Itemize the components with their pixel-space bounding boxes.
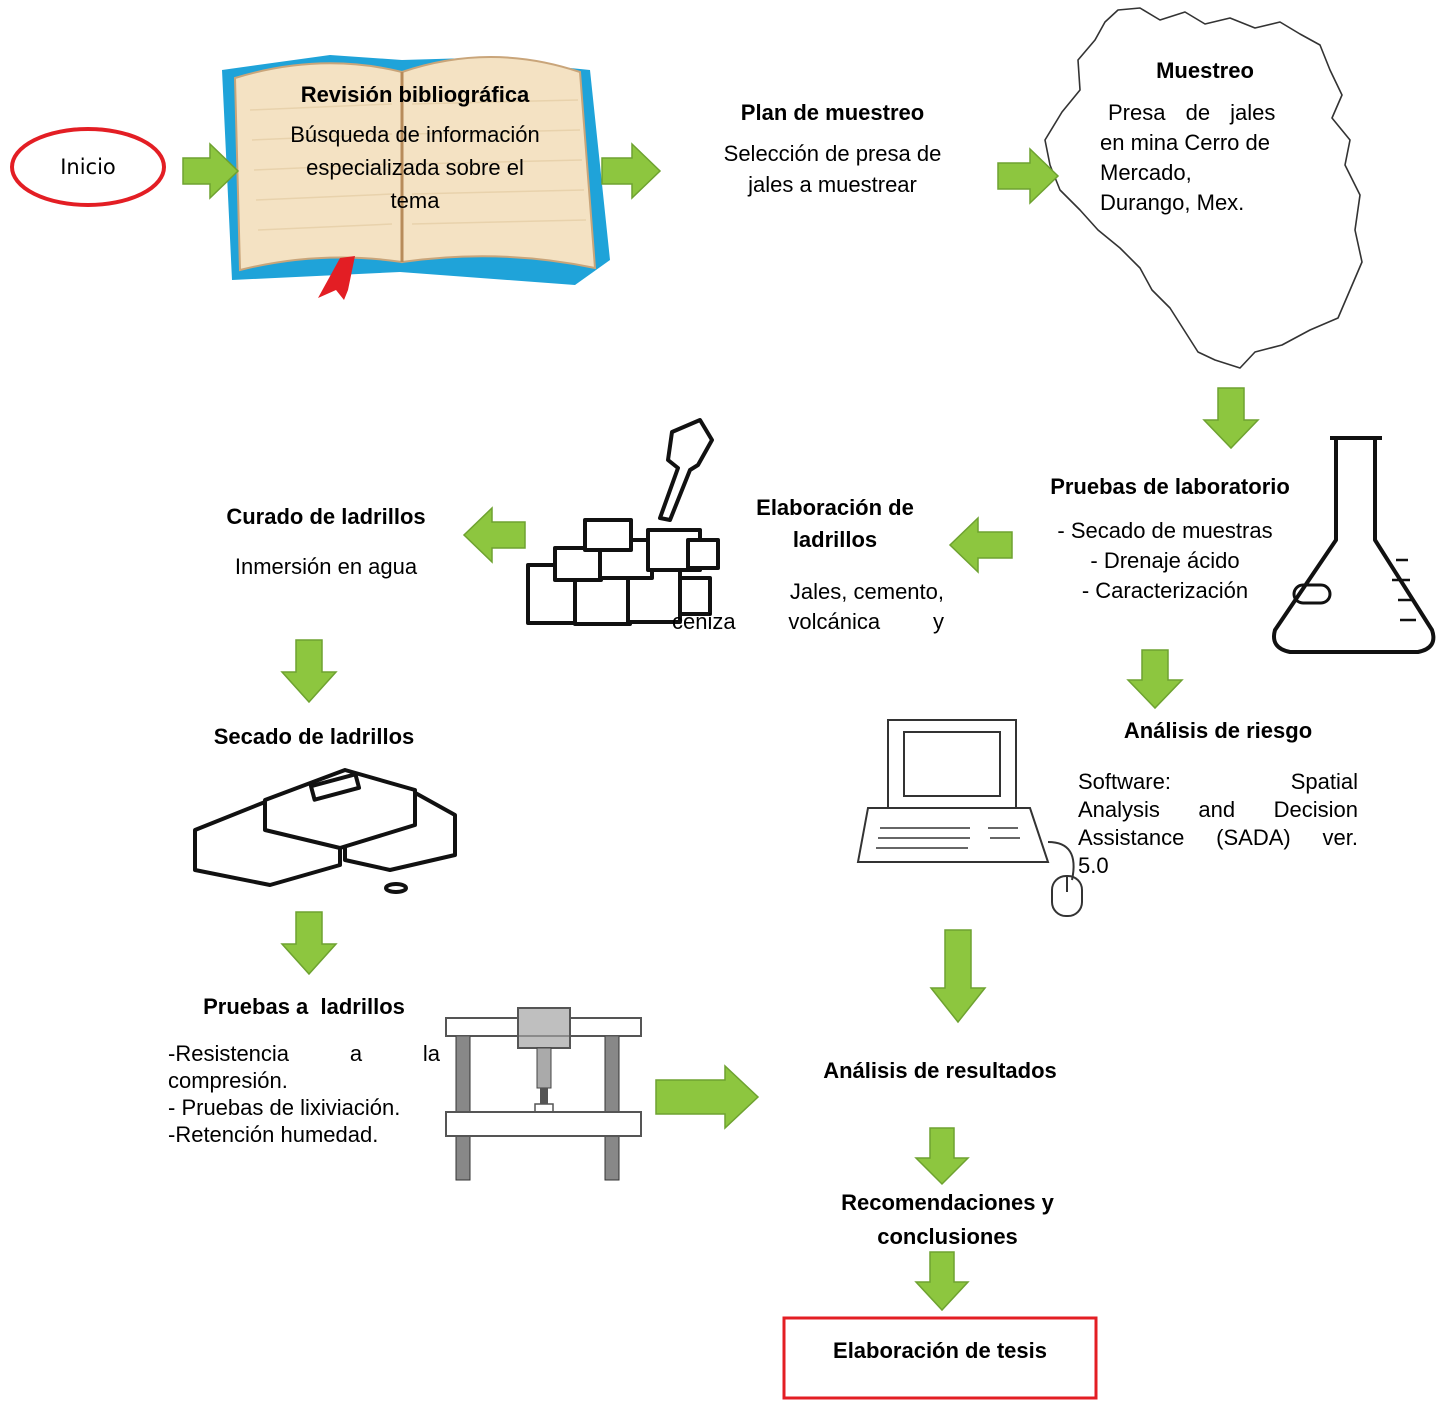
review-node: Revisión bibliográfica Búsqueda de infor… — [255, 82, 575, 217]
bricks-making-text: Jales, cemento, ceniza volcánica y — [672, 577, 944, 637]
sampling-title: Muestreo — [1156, 58, 1254, 83]
arrow-sampling-to-lab — [1202, 387, 1260, 450]
review-line: especializada sobre el — [306, 155, 524, 180]
sampling-node: Muestreo Presa de jales en mina Cerro de… — [1100, 58, 1310, 218]
arrow-conclusions-to-thesis — [914, 1251, 970, 1312]
bricks-making-node: Elaboración de ladrillos — [700, 492, 970, 556]
lab-title: Pruebas de laboratorio — [1050, 474, 1290, 499]
arrow-lab-to-risk — [1126, 649, 1184, 710]
plan-line: jales a muestrear — [748, 172, 917, 197]
start-node: Inicio — [12, 152, 164, 182]
curing-node: Curado de ladrillos Inmersión en agua — [195, 504, 457, 582]
risk-title: Análisis de riesgo — [1123, 718, 1313, 743]
arrow-curing-to-drying — [280, 639, 338, 704]
lab-line: - Secado de muestras — [1057, 518, 1273, 543]
risk-line: Assistance (SADA) ver. — [1078, 825, 1358, 850]
brick-stack-icon — [193, 768, 457, 894]
brick-tests-line: -Resistencia a la — [168, 1041, 440, 1066]
bricks-making-line: ceniza volcánica y — [672, 609, 944, 634]
drying-title: Secado de ladrillos — [213, 724, 415, 749]
plan-node: Plan de muestreo Selección de presa de j… — [690, 100, 975, 200]
arrow-start-to-review — [182, 142, 240, 200]
lab-line: - Drenaje ácido — [1090, 548, 1240, 573]
arrow-plan-to-sampling — [997, 147, 1060, 205]
sampling-line: en mina Cerro de — [1100, 130, 1270, 155]
start-label: Inicio — [60, 155, 116, 179]
arrow-drying-to-tests — [280, 911, 338, 976]
review-line: Búsqueda de información — [290, 122, 540, 147]
sampling-line: Presa de jales — [1108, 100, 1276, 125]
curing-line: Inmersión en agua — [234, 554, 418, 579]
plan-title: Plan de muestreo — [740, 100, 925, 125]
flask-icon — [1272, 436, 1436, 654]
risk-line: 5.0 — [1078, 853, 1109, 878]
conclusions-title: Recomendaciones y — [841, 1190, 1054, 1215]
brick-tests-line: compresión. — [168, 1068, 288, 1093]
results-title: Análisis de resultados — [823, 1058, 1057, 1083]
arrow-making-to-curing — [462, 506, 526, 564]
bricks-making-title: ladrillos — [792, 527, 878, 552]
sampling-line: Durango, Mex. — [1100, 190, 1245, 215]
conclusions-node: Recomendaciones y conclusiones — [800, 1186, 1095, 1254]
arrow-results-to-conclusions — [914, 1127, 970, 1186]
press-machine-icon — [445, 1007, 642, 1181]
plan-line: Selección de presa de — [723, 141, 942, 166]
arrow-lab-to-making — [948, 516, 1013, 574]
map-icon — [1044, 7, 1363, 369]
flow-arrows — [182, 142, 1260, 1312]
arrow-review-to-plan — [601, 142, 662, 200]
risk-line: Analysis and Decision — [1078, 797, 1358, 822]
lab-line: - Caracterización — [1081, 578, 1249, 603]
start-ellipse — [10, 127, 166, 207]
brick-tests-line: - Pruebas de lixiviación. — [168, 1095, 401, 1120]
review-title: Revisión bibliográfica — [300, 82, 530, 107]
lab-node: Pruebas de laboratorio - Secado de muest… — [1020, 474, 1320, 606]
thesis-title: Elaboración de tesis — [833, 1338, 1047, 1363]
arrow-risk-to-results — [929, 929, 987, 1024]
book-icon — [222, 55, 610, 300]
conclusions-title: conclusiones — [877, 1224, 1018, 1249]
curing-title: Curado de ladrillos — [226, 504, 426, 529]
brick-pile-icon — [526, 418, 720, 626]
bricks-making-line: Jales, cemento, — [789, 579, 944, 604]
brick-tests-title: Pruebas a ladrillos — [203, 994, 405, 1019]
bricks-making-title: Elaboración de — [756, 495, 914, 520]
risk-line: Software: Spatial — [1078, 769, 1358, 794]
brick-tests-line: -Retención humedad. — [168, 1122, 379, 1147]
computer-icon — [856, 719, 1083, 917]
sampling-line: Mercado, — [1100, 160, 1192, 185]
arrow-tests-to-results — [655, 1064, 760, 1130]
risk-node: Análisis de riesgo Software: Spatial Ana… — [1078, 718, 1358, 880]
review-line: tema — [390, 188, 440, 213]
brick-tests-node: Pruebas a ladrillos -Resistencia a la co… — [168, 994, 440, 1148]
thesis-box — [782, 1316, 1098, 1400]
